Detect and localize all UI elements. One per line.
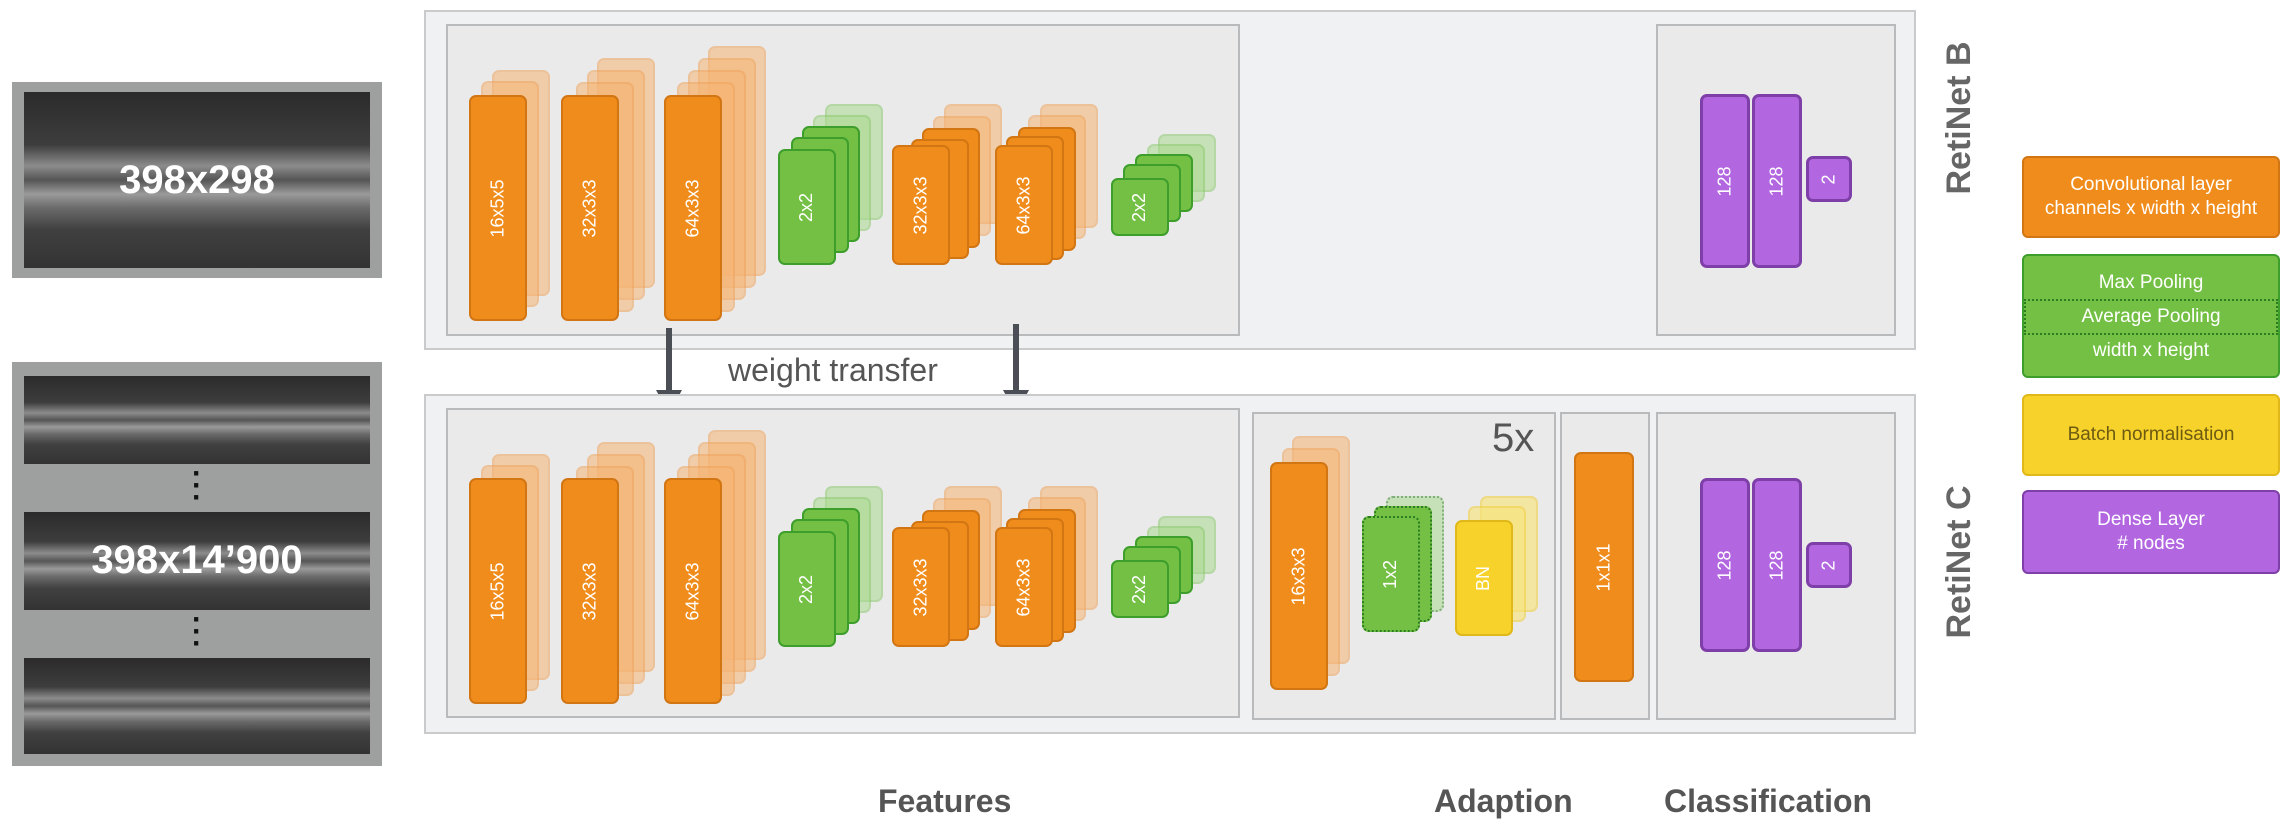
legend-pool-avg: Average Pooling [2024,299,2278,335]
legend-conv-line1: Convolutional layer [2070,174,2232,195]
conv-layer-5-c: 64x3x3 [995,527,1053,647]
legend-pool-max: Max Pooling [2098,272,2204,293]
legend-dense: Dense Layer # nodes [2022,490,2280,574]
dense-layer-2-b: 128 [1752,94,1802,268]
section-label-classification: Classification [1664,783,1873,819]
legend-bn: Batch normalisation [2022,394,2280,476]
oct-image-bottom-2 [24,512,370,610]
legend-pool: Max Pooling Average Pooling width x heig… [2022,254,2280,378]
pool-layer-2-c: 2x2 [1111,560,1169,618]
ellipsis-dots-1: ··· [192,457,202,514]
avg-pool-layer-adaption: 1x2 [1362,516,1420,632]
legend-dense-line1: Dense Layer [2097,509,2205,530]
dense-layer-2-c: 128 [1752,478,1802,652]
oct-image-bottom-3 [24,658,370,754]
pool-layer-1-b: 2x2 [778,149,836,265]
pool-layer-1-c: 2x2 [778,531,836,647]
conv-layer-adaption: 16x3x3 [1270,462,1328,690]
conv-layer-3-c: 64x3x3 [664,478,722,704]
image-size-top-label: 398x298 [119,158,275,202]
dense-layer-1-c: 128 [1700,478,1750,652]
oct-image-bottom-frame: ··· 398x14’900 ··· [12,362,382,766]
pool-layer-2-b: 2x2 [1111,178,1169,236]
dense-layer-1-b: 128 [1700,94,1750,268]
legend-dense-line2: # nodes [2117,533,2185,554]
section-label-features: Features [878,783,1012,819]
output-layer-c: 2 [1806,542,1852,588]
network-name-c: RetiNet C [1940,485,1978,639]
section-label-adaption: Adaption [1434,783,1573,819]
conv-1x1-layer: 1x1x1 [1574,452,1634,682]
legend-bn-label: Batch normalisation [2067,424,2235,445]
repeat-count-label: 5x [1492,416,1535,460]
ellipsis-dots-2: ··· [192,603,202,660]
conv-layer-1-b: 16x5x5 [469,95,527,321]
conv-layer-5-b: 64x3x3 [995,145,1053,265]
legend-conv-line2: channels x width x height [2044,198,2258,219]
conv-layer-3-b: 64x3x3 [664,95,722,321]
legend-conv: Convolutional layer channels x width x h… [2022,156,2280,238]
weight-transfer-label: weight transfer [728,352,938,388]
conv-layer-1-c: 16x5x5 [469,478,527,704]
legend-pool-size: width x height [2092,340,2210,361]
conv-layer-4-b: 32x3x3 [892,145,950,265]
oct-image-top [24,92,370,268]
image-size-bottom-label: 398x14’900 [91,538,303,582]
batch-norm-layer-adaption: BN [1455,520,1513,636]
conv-layer-2-b: 32x3x3 [561,95,619,321]
conv-layer-2-c: 32x3x3 [561,478,619,704]
network-name-b: RetiNet B [1940,41,1978,195]
oct-image-bottom-1 [24,376,370,464]
conv-layer-4-c: 32x3x3 [892,527,950,647]
output-layer-b: 2 [1806,156,1852,202]
oct-image-top-frame: 398x298 [12,82,382,278]
